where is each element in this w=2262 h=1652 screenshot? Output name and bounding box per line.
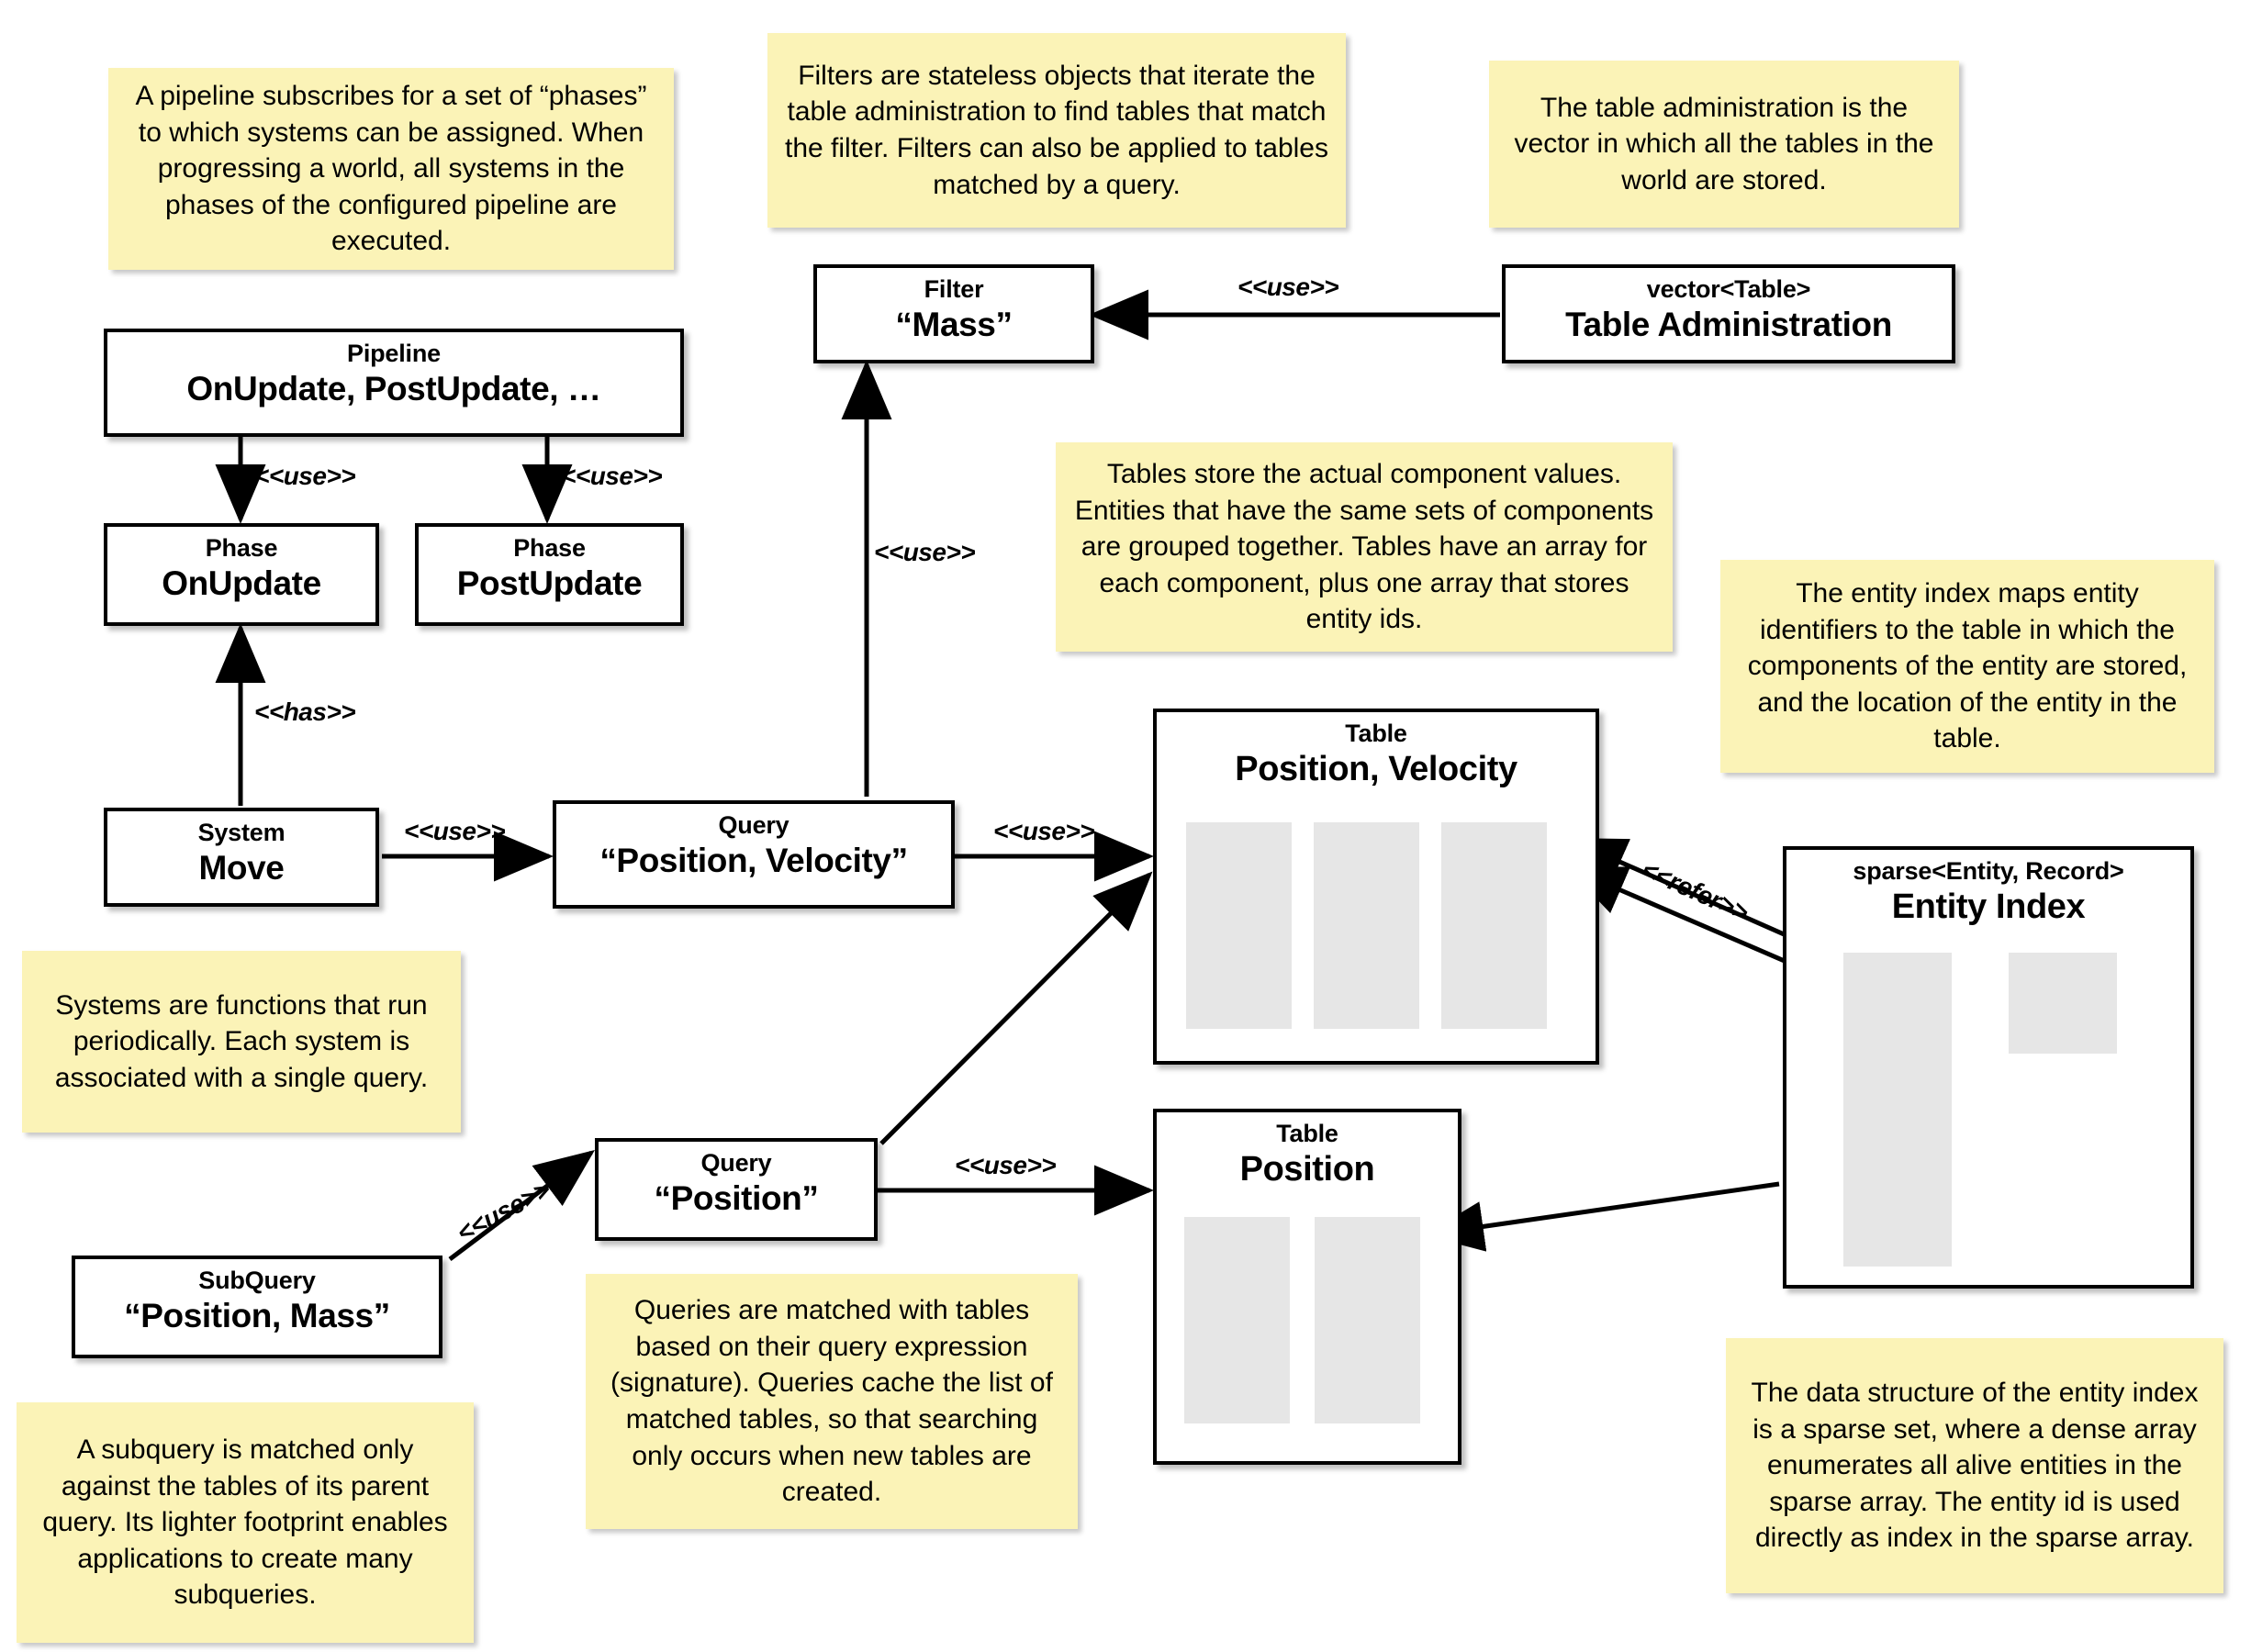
note-pipeline: A pipeline subscribes for a set of “phas… — [108, 68, 674, 270]
box-query-p-stereotype: Query — [700, 1149, 772, 1177]
box-query-pv-stereotype: Query — [718, 811, 789, 839]
edge-label-index-tablepv: <<refer>> — [1637, 854, 1753, 927]
box-table-admin-title: Table Administration — [1565, 306, 1892, 344]
edge-label-query-filter: <<use>> — [874, 538, 976, 566]
box-query-pv-title: “Position, Velocity” — [599, 842, 908, 880]
box-entity-index-stereotype: sparse<Entity, Record> — [1853, 857, 2124, 885]
note-subquery: A subquery is matched only against the t… — [17, 1402, 474, 1643]
connector-index-tablep — [1424, 1181, 1780, 1252]
box-table-p-title: Position — [1239, 1150, 1375, 1189]
note-entity-index: The entity index maps entity identifiers… — [1720, 560, 2214, 773]
box-pipeline[interactable]: Pipeline OnUpdate, PostUpdate, … — [104, 329, 684, 437]
box-table-admin[interactable]: vector<Table> Table Administration — [1502, 264, 1955, 363]
box-table-p[interactable]: Table Position — [1153, 1109, 1461, 1465]
edge-label-subquery-queryp: <<use>> — [452, 1175, 555, 1248]
box-entity-index[interactable]: sparse<Entity, Record> Entity Index — [1783, 846, 2194, 1289]
box-phase-postupdate-title: PostUpdate — [456, 564, 643, 603]
box-table-admin-stereotype: vector<Table> — [1646, 275, 1811, 303]
box-query-pv[interactable]: Query “Position, Velocity” — [553, 800, 955, 909]
note-filter: Filters are stateless objects that itera… — [767, 33, 1346, 228]
edge-label-querypv-tablepv: <<use>> — [993, 817, 1095, 845]
box-subquery-stereotype: SubQuery — [198, 1267, 316, 1294]
note-sparse-set: The data structure of the entity index i… — [1726, 1338, 2223, 1593]
box-subquery-title: “Position, Mass” — [124, 1297, 390, 1335]
box-phase-onupdate[interactable]: Phase OnUpdate — [104, 523, 379, 626]
edge-label-tableadmin-filter: <<use>> — [1237, 273, 1339, 301]
table-p-array-1 — [1315, 1217, 1420, 1423]
box-table-pv-stereotype: Table — [1345, 720, 1407, 747]
box-table-pv-title: Position, Velocity — [1235, 750, 1517, 789]
box-pipeline-stereotype: Pipeline — [347, 340, 441, 367]
box-filter[interactable]: Filter “Mass” — [813, 264, 1094, 363]
box-subquery[interactable]: SubQuery “Position, Mass” — [72, 1256, 442, 1358]
box-pipeline-title: OnUpdate, PostUpdate, … — [186, 370, 601, 408]
edge-label-pipeline-onupdate: <<use>> — [254, 462, 356, 490]
box-system-move-title: Move — [198, 849, 285, 887]
box-phase-onupdate-stereotype: Phase — [205, 534, 278, 562]
table-pv-array-2 — [1441, 822, 1547, 1029]
entity-index-dense-array — [2009, 953, 2117, 1054]
box-query-p[interactable]: Query “Position” — [595, 1138, 878, 1241]
table-pv-array-1 — [1314, 822, 1419, 1029]
box-filter-title: “Mass” — [895, 306, 1013, 344]
box-phase-onupdate-title: OnUpdate — [162, 564, 321, 603]
edge-label-pipeline-postupdate: <<use>> — [561, 462, 663, 490]
edge-label-system-phase: <<has>> — [254, 698, 356, 726]
note-table-admin: The table administration is the vector i… — [1489, 61, 1959, 228]
box-table-pv[interactable]: Table Position, Velocity — [1153, 709, 1599, 1065]
table-p-array-0 — [1184, 1217, 1290, 1423]
edge-label-system-query: <<use>> — [404, 817, 506, 845]
box-system-move-stereotype: System — [197, 819, 286, 846]
box-phase-postupdate-stereotype: Phase — [513, 534, 586, 562]
connector-queryp-tablepv — [879, 871, 1153, 1145]
note-queries: Queries are matched with tables based on… — [586, 1274, 1078, 1529]
note-tables: Tables store the actual component values… — [1056, 442, 1673, 652]
box-filter-stereotype: Filter — [924, 275, 984, 303]
edge-label-queryp-tablep: <<use>> — [955, 1151, 1057, 1179]
box-phase-postupdate[interactable]: Phase PostUpdate — [415, 523, 684, 626]
box-system-move[interactable]: System Move — [104, 808, 379, 907]
box-query-p-title: “Position” — [654, 1179, 819, 1218]
note-systems: Systems are functions that run periodica… — [22, 951, 461, 1133]
box-table-p-stereotype: Table — [1276, 1120, 1338, 1147]
entity-index-sparse-array — [1843, 953, 1952, 1267]
table-pv-array-0 — [1186, 822, 1292, 1029]
box-entity-index-title: Entity Index — [1891, 887, 2086, 927]
